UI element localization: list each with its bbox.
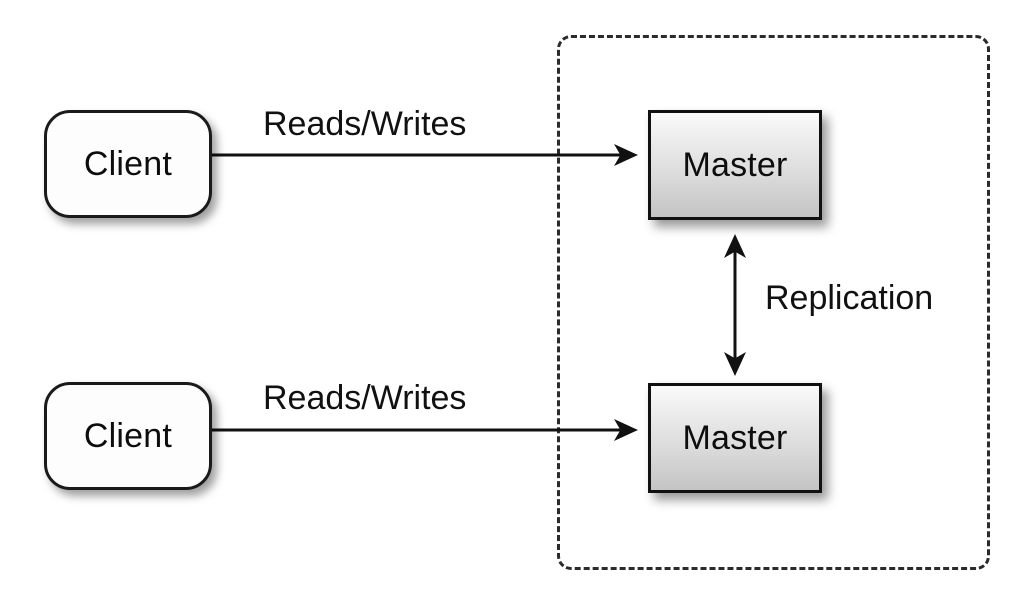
node-client-bottom[interactable]: Client	[44, 382, 212, 490]
node-master-top[interactable]: Master	[648, 110, 822, 220]
edge-label-replication: Replication	[765, 279, 934, 317]
node-label: Client	[83, 417, 173, 455]
node-label: Client	[83, 145, 173, 183]
cluster-boundary	[557, 35, 990, 570]
node-label: Master	[682, 146, 788, 184]
node-client-top[interactable]: Client	[44, 110, 212, 218]
edge-label-reads-writes-bottom: Reads/Writes	[263, 379, 467, 417]
node-label: Master	[682, 419, 788, 457]
node-master-bottom[interactable]: Master	[648, 383, 822, 493]
edge-label-reads-writes-top: Reads/Writes	[263, 105, 467, 143]
